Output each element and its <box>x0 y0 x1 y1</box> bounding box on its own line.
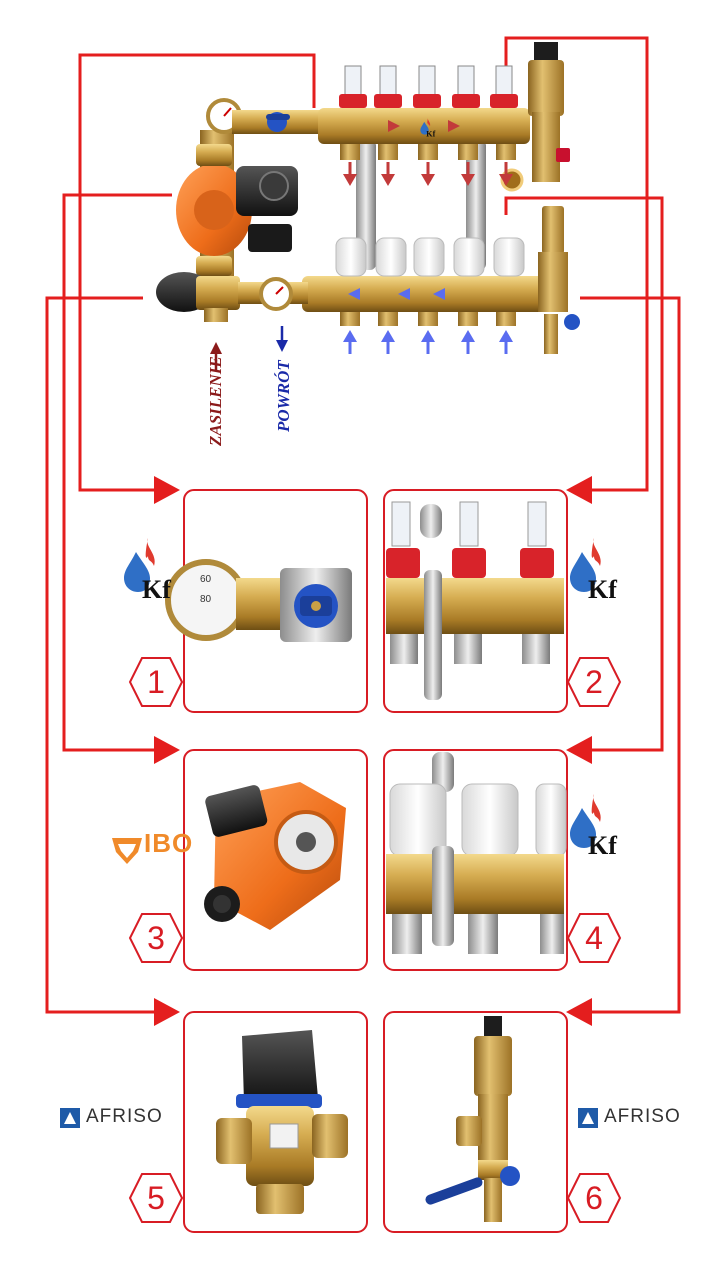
panel-3 <box>183 749 368 971</box>
connector-lines <box>45 36 681 1014</box>
badge-number-1: 1 <box>147 664 165 700</box>
afriso-logo-right <box>578 1108 598 1128</box>
panel-6 <box>383 1011 568 1233</box>
number-badges <box>128 657 622 1223</box>
connector-arrowheads <box>154 476 592 1026</box>
supply-arrow-icon <box>210 342 222 370</box>
supply-flow-arrows <box>343 162 513 186</box>
kf-logo-panel-4 <box>570 794 618 860</box>
manifold-assembly <box>156 42 580 370</box>
panel-1: 60 80 <box>165 489 368 713</box>
return-bar <box>302 276 550 312</box>
supply-label: ZASILENIE <box>206 356 225 446</box>
badge-number-4: 4 <box>585 920 603 956</box>
kf-logo-panel-1 <box>124 538 172 604</box>
return-arrow-icon <box>276 326 288 352</box>
bar-flow-arrows-return <box>348 288 445 300</box>
ibo-logo-text: IBO <box>144 828 194 858</box>
bracket-left <box>356 140 376 270</box>
panel-5 <box>183 1011 368 1233</box>
panel-4 <box>383 749 568 971</box>
flowmeters <box>339 65 518 108</box>
bar-flow-arrows-supply <box>388 120 460 132</box>
afriso-logo-left-text: AFRISO <box>86 1106 163 1127</box>
svg-text:60: 60 <box>200 574 212 585</box>
badge-number-3: 3 <box>147 920 165 956</box>
return-label: POWRÓT <box>274 360 293 432</box>
afriso-logo-left <box>60 1108 80 1128</box>
badge-number-5: 5 <box>147 1180 165 1216</box>
svg-text:80: 80 <box>200 594 212 605</box>
kf-logo-panel-2 <box>570 538 618 604</box>
ibo-logo <box>112 838 142 864</box>
badge-number-2: 2 <box>585 664 603 700</box>
badge-number-6: 6 <box>585 1180 603 1216</box>
afriso-logo-right-text: AFRISO <box>604 1106 681 1127</box>
return-flow-arrows <box>343 330 513 354</box>
valve-caps <box>335 237 525 277</box>
panel-2 <box>383 489 568 713</box>
